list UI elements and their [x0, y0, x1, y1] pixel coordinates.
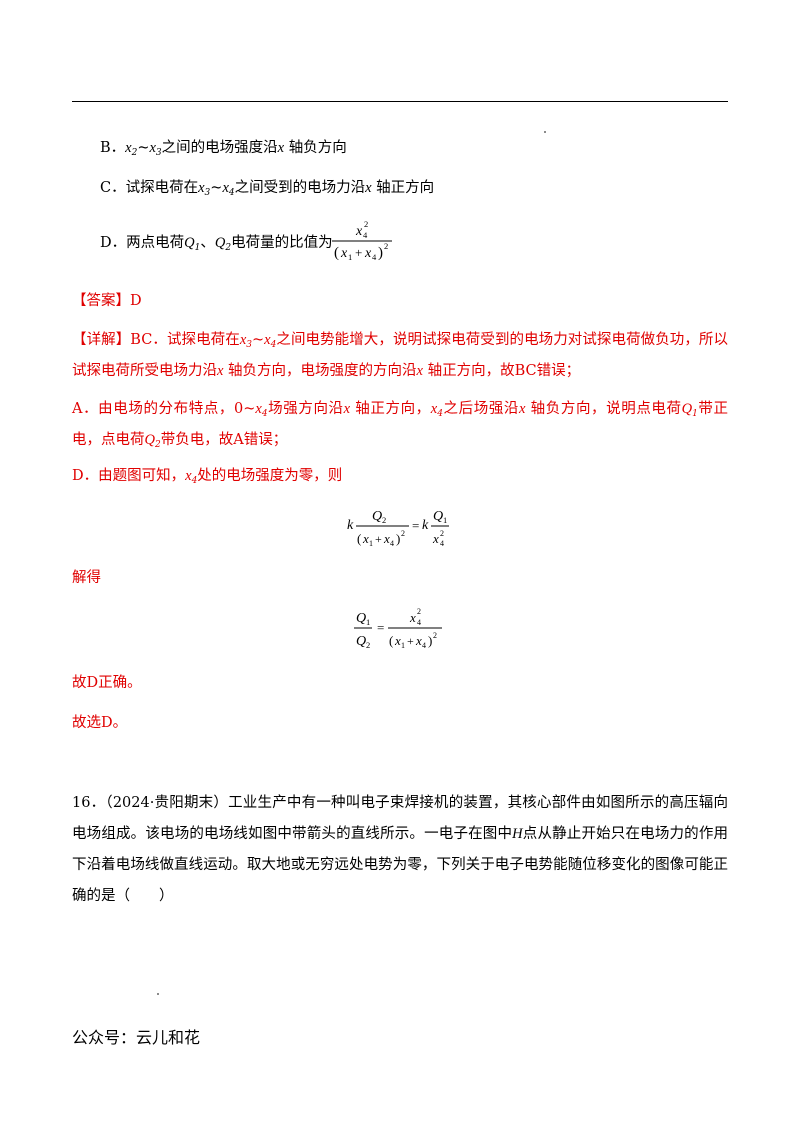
svg-text:2: 2 [366, 640, 370, 650]
svg-text:1: 1 [366, 617, 370, 627]
svg-text:1: 1 [443, 515, 447, 525]
svg-text:2: 2 [364, 219, 368, 229]
svg-text:4: 4 [372, 252, 377, 262]
option-b: B．x2~x3之间的电场强度沿x 轴负方向 [100, 140, 347, 158]
footer-account: 公众号：云儿和花 [72, 1028, 201, 1047]
svg-text:): ) [396, 531, 400, 546]
final-choice: 故选D。 [72, 715, 128, 731]
option-c: C．试探电荷在x3~x4之间受到的电场力沿x 轴正方向 [100, 180, 435, 198]
svg-text:2: 2 [417, 607, 421, 616]
svg-text:4: 4 [390, 539, 394, 548]
svg-text:x: x [415, 633, 422, 648]
answer-line: 【答案】D [72, 293, 142, 309]
conclusion: 故D正确。 [72, 675, 142, 691]
scan-speck [544, 131, 546, 133]
svg-text:+: + [375, 532, 382, 546]
detail-a: A．由电场的分布特点，0~x4场强方向沿x 轴正方向，x4之后场强沿x 轴负方向… [72, 401, 729, 450]
svg-text:2: 2 [401, 529, 405, 538]
svg-text:(: ( [389, 633, 393, 648]
question-16: 16．（2024·贵阳期末）工业生产中有一种叫电子束焊接机的装置，其核心部件由如… [72, 795, 728, 904]
svg-text:x: x [394, 633, 401, 648]
svg-text:k: k [422, 518, 429, 533]
svg-text:(: ( [334, 245, 339, 261]
option-d-fraction: x 4 2 ( x 1 + x 4 ) 2 [332, 219, 392, 262]
svg-text:): ) [378, 245, 383, 261]
svg-text:x: x [432, 531, 439, 546]
option-d: D．两点电荷Q1、Q2电荷量的比值为 [100, 235, 333, 253]
svg-text:=: = [412, 518, 419, 533]
svg-text:x: x [340, 246, 348, 261]
header-rule [72, 101, 728, 102]
svg-text:4: 4 [422, 641, 426, 650]
svg-text:4: 4 [363, 230, 368, 240]
scan-speck-2 [157, 993, 159, 995]
svg-text:k: k [347, 518, 354, 533]
svg-text:x: x [409, 610, 416, 625]
svg-text:): ) [428, 633, 432, 648]
detail-bc: 【详解】BC．试探电荷在x3~x4之间电势能增大，说明试探电荷受到的电场力对试探… [72, 332, 729, 379]
frac-x: x [355, 224, 363, 239]
svg-text:1: 1 [401, 641, 405, 650]
svg-text:4: 4 [417, 618, 421, 627]
svg-text:1: 1 [348, 252, 352, 262]
svg-text:Q: Q [356, 634, 366, 649]
svg-text:2: 2 [433, 631, 437, 640]
svg-text:Q: Q [433, 509, 443, 524]
svg-text:1: 1 [369, 539, 373, 548]
svg-text:2: 2 [384, 241, 388, 251]
svg-text:=: = [377, 620, 384, 635]
svg-text:Q: Q [356, 611, 366, 626]
svg-text:2: 2 [440, 529, 444, 538]
svg-text:(: ( [357, 531, 361, 546]
svg-text:x: x [364, 246, 372, 261]
detail-d: D．由题图可知，x4处的电场强度为零，则 [72, 468, 343, 486]
solve-label: 解得 [72, 570, 101, 586]
equation-result: Q 1 Q 2 = x 4 2 ( x 1 + x 4 ) 2 [354, 607, 442, 650]
svg-text:x: x [383, 531, 390, 546]
svg-text:4: 4 [440, 539, 444, 548]
svg-text:+: + [407, 634, 414, 648]
svg-text:+: + [355, 245, 362, 260]
equation-field-balance: k Q 2 ( x 1 + x 4 ) 2 = k Q 1 x 4 2 [347, 509, 449, 548]
svg-text:Q: Q [372, 509, 382, 524]
svg-text:2: 2 [382, 515, 386, 525]
svg-text:x: x [362, 531, 369, 546]
